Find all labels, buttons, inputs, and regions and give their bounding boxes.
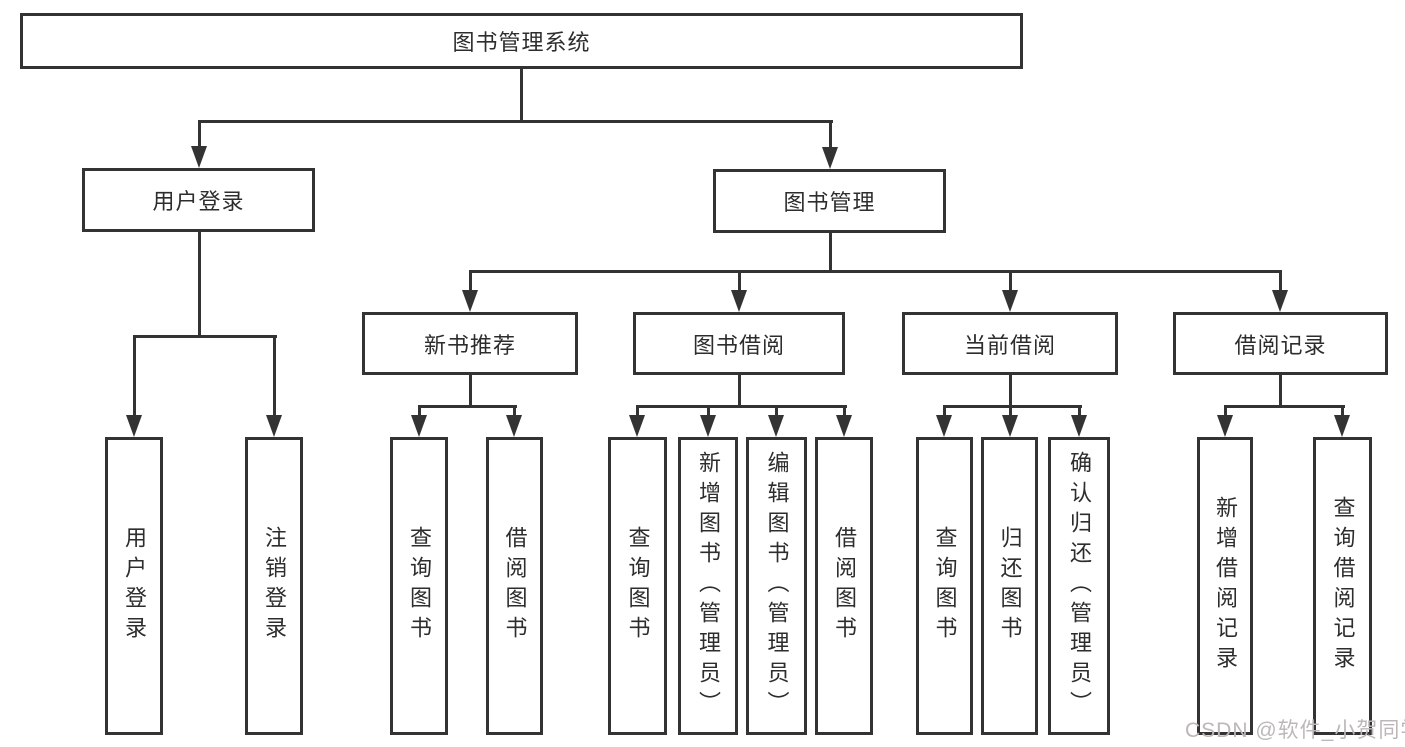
arrow-down-icon [411, 415, 427, 437]
leaf-logout: 注销登录 [245, 437, 303, 735]
connector-newbook-stem [469, 375, 472, 408]
connector-leaf [1224, 405, 1227, 417]
arrow-down-icon [126, 415, 142, 437]
arrow-down-icon [1272, 290, 1288, 312]
connector-leaf [1078, 405, 1081, 417]
arrow-down-icon [1334, 415, 1350, 437]
arrow-down-icon [836, 415, 852, 437]
arrow-down-icon [936, 415, 952, 437]
arrow-down-icon [700, 415, 716, 437]
leaf-borrow-add-admin: 新增图书（管理员） [678, 437, 738, 735]
csdn-watermark: CSDN @软件_小贺同学 [1185, 719, 1405, 742]
arrow-down-icon [822, 147, 838, 169]
leaf-borrow-borrow: 借阅图书 [815, 437, 873, 735]
node-book-mgmt-branch: 图书管理 [713, 169, 946, 233]
connector-to-book-borrow [738, 270, 741, 292]
arrow-down-icon [462, 290, 478, 312]
arrow-down-icon [266, 415, 282, 437]
leaf-records-query: 查询借阅记录 [1313, 437, 1372, 735]
arrow-down-icon [768, 415, 784, 437]
connector-to-current-borrow [1009, 270, 1012, 292]
connector-current-stem [1009, 375, 1012, 408]
connector-leaf [513, 405, 516, 417]
connector-to-new-book [469, 270, 472, 292]
arrow-down-icon [191, 146, 207, 168]
leaf-borrow-query: 查询图书 [608, 437, 667, 735]
connector-borrow-bar [636, 405, 847, 408]
node-new-book-recommend: 新书推荐 [362, 312, 578, 375]
connector-to-user-login-branch [198, 120, 201, 148]
connector-leaf [775, 405, 778, 417]
arrow-down-icon [629, 415, 645, 437]
leaf-records-add: 新增借阅记录 [1197, 437, 1253, 735]
connector-leaf [1341, 405, 1344, 417]
connector-newbook-bar [418, 405, 517, 408]
connector-leaf [707, 405, 710, 417]
arrow-down-icon [1217, 415, 1233, 437]
connector-login-bar [133, 335, 277, 338]
node-root-library-system: 图书管理系统 [20, 13, 1023, 69]
leaf-current-return: 归还图书 [981, 437, 1038, 735]
node-current-borrow: 当前借阅 [902, 312, 1118, 375]
connector-current-bar [943, 405, 1082, 408]
leaf-current-confirm-admin: 确认归还（管理员） [1048, 437, 1110, 735]
arrow-down-icon [1002, 415, 1018, 437]
connector-to-borrow-records [1279, 270, 1282, 292]
connector-login-stem [198, 232, 201, 338]
connector-leaf [943, 405, 946, 417]
connector-leaf [636, 405, 639, 417]
node-user-login-branch: 用户登录 [82, 168, 315, 232]
leaf-newbook-query: 查询图书 [390, 437, 448, 735]
connector-records-bar [1224, 405, 1345, 408]
connector-mgmt-stem [829, 233, 832, 273]
leaf-user-login: 用户登录 [105, 437, 163, 735]
connector-to-logout-leaf [273, 335, 276, 415]
connector-to-user-login-leaf [133, 335, 136, 415]
connector-records-stem [1279, 375, 1282, 408]
connector-leaf [418, 405, 421, 417]
node-borrow-records: 借阅记录 [1173, 312, 1388, 375]
connector-to-book-mgmt-branch [829, 120, 832, 149]
arrow-down-icon [506, 415, 522, 437]
connector-root-stem [520, 69, 523, 123]
connector-mgmt-bar [469, 270, 1282, 273]
connector-borrow-stem [738, 375, 741, 408]
leaf-newbook-borrow: 借阅图书 [486, 437, 543, 735]
connector-leaf [843, 405, 846, 417]
connector-leaf [1009, 405, 1012, 417]
arrow-down-icon [1002, 290, 1018, 312]
arrow-down-icon [731, 290, 747, 312]
connector-root-bar [198, 120, 833, 123]
arrow-down-icon [1071, 415, 1087, 437]
leaf-borrow-edit-admin: 编辑图书（管理员） [746, 437, 807, 735]
node-book-borrow: 图书借阅 [633, 312, 845, 375]
leaf-current-query: 查询图书 [916, 437, 973, 735]
